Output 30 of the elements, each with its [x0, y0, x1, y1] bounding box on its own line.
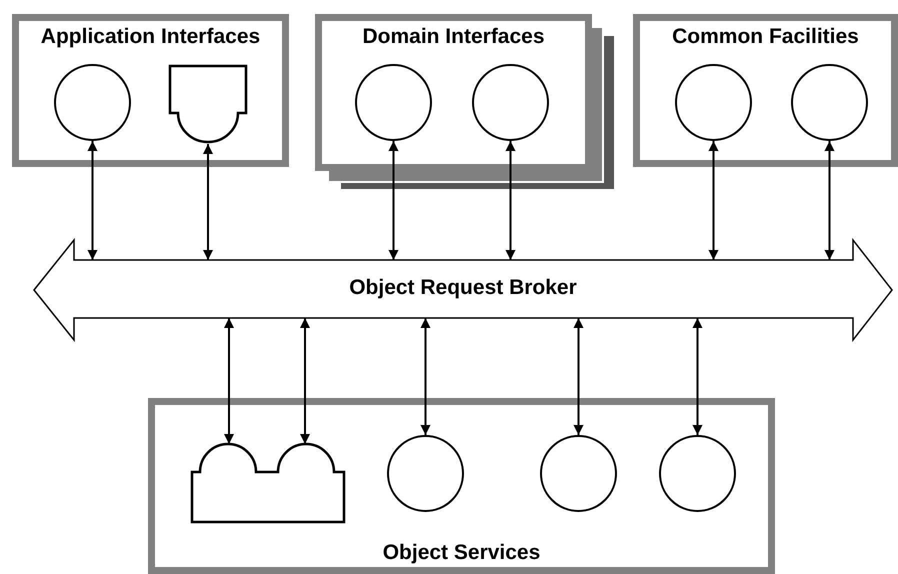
object-circle — [675, 64, 752, 141]
double-arrow — [203, 144, 213, 260]
double-arrow — [88, 141, 98, 260]
panel-title: Domain Interfaces — [361, 25, 546, 49]
double-arrow — [224, 318, 234, 444]
double-arrow — [708, 141, 718, 260]
panel-title: Object Services — [382, 541, 542, 565]
double-arrow — [420, 318, 430, 435]
panel-title: Common Facilities — [671, 25, 860, 49]
component-panel — [148, 398, 775, 574]
object-shape — [190, 442, 346, 524]
object-circle — [791, 64, 868, 141]
double-arrow — [824, 141, 834, 260]
object-shape — [168, 64, 248, 144]
double-arrow — [388, 141, 398, 260]
object-circle — [659, 435, 736, 512]
component-panel — [12, 14, 289, 167]
object-circle — [387, 435, 464, 512]
double-arrow — [574, 318, 584, 435]
object-circle — [355, 64, 432, 141]
component-panel — [633, 14, 898, 167]
bus-label: Object Request Broker — [348, 276, 578, 300]
double-arrow — [300, 318, 310, 444]
panel-title: Application Interfaces — [40, 25, 262, 49]
double-arrow — [692, 318, 702, 435]
object-circle — [472, 64, 549, 141]
object-circle — [540, 435, 617, 512]
double-arrow — [506, 141, 516, 260]
object-circle — [54, 64, 131, 141]
double-arrow-bus — [33, 240, 893, 340]
